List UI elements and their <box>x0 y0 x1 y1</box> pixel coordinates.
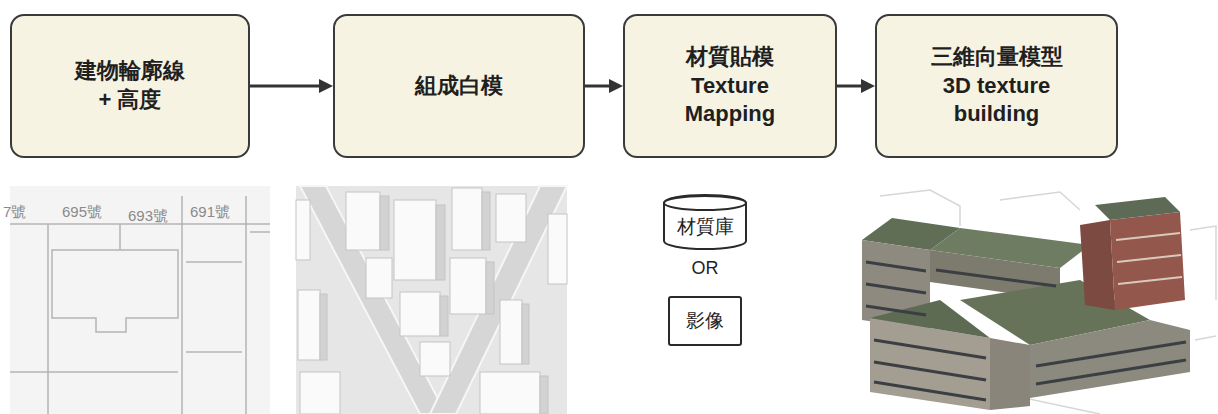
node-label: 組成白模 <box>415 72 503 101</box>
white-block-model-part <box>366 258 392 298</box>
cadastral-map-part <box>10 196 270 414</box>
textured-building-part <box>874 362 986 380</box>
textured-building-part <box>1080 220 1115 310</box>
white-block-model-part <box>300 186 446 414</box>
cadastral-map-part <box>181 196 183 414</box>
white-block-model-part <box>296 186 567 414</box>
cadastral-map-part <box>250 231 270 233</box>
cadastral-map-part <box>52 250 178 332</box>
textured-building-part <box>936 270 1056 286</box>
textured-building-part <box>866 262 1186 400</box>
cylinder-top <box>664 196 746 210</box>
node-label: 材質貼模 Texture Mapping <box>672 43 788 129</box>
cadastral-map <box>10 186 270 414</box>
flow-arrow <box>585 85 617 88</box>
textured-building-part <box>1110 212 1185 310</box>
white-block-model-part <box>430 186 567 414</box>
cylinder-body <box>664 195 746 249</box>
white-block-model-part <box>380 196 389 250</box>
textured-building <box>862 190 1216 414</box>
node-label: 三維向量模型 3D texture building <box>922 43 1072 129</box>
white-block-model-part <box>496 194 526 242</box>
white-block-model-part <box>420 342 450 376</box>
textured-building-part <box>866 284 926 293</box>
node-label: 材質庫 <box>677 216 734 239</box>
white-block-model-part <box>436 205 445 280</box>
textured-building-part <box>866 262 926 271</box>
white-block-model-part <box>452 188 482 250</box>
node-label: 建物輪廓線 + 高度 <box>72 57 188 114</box>
house-number: 7號 <box>3 203 26 222</box>
white-block-model-part <box>450 258 486 314</box>
textured-building-part <box>1118 277 1182 284</box>
white-block-model-part <box>298 290 320 360</box>
textured-building-part <box>1116 233 1182 284</box>
white-block-model-part <box>400 292 440 336</box>
flow-arrow <box>837 85 869 88</box>
or-label: OR <box>692 258 719 279</box>
white-block-model <box>296 186 567 414</box>
cadastral-map-part <box>10 371 178 373</box>
flow-arrow <box>250 85 327 88</box>
textured-building-part <box>874 382 986 400</box>
white-block-model-part <box>540 376 548 414</box>
textured-building-part <box>1116 233 1180 240</box>
white-block-model-part <box>480 372 540 414</box>
textured-building-part <box>1030 320 1190 398</box>
white-block-model-part <box>346 192 380 250</box>
textured-building-part <box>1195 336 1216 340</box>
house-number: 693號 <box>128 207 168 226</box>
white-block-model-part <box>394 200 436 280</box>
white-block-model-part <box>296 200 310 260</box>
house-number: 695號 <box>62 203 102 222</box>
white-block-model-part <box>548 214 567 284</box>
white-block-model-part <box>300 372 340 414</box>
process-box: 建物輪廓線 + 高度 <box>10 14 250 158</box>
white-block-model-part <box>482 192 490 250</box>
cadastral-map-part <box>245 196 247 414</box>
textured-building-part <box>1095 197 1180 220</box>
white-block-model-part <box>522 304 529 364</box>
textured-building-part <box>1117 255 1181 262</box>
process-box: 材質貼模 Texture Mapping <box>623 14 837 158</box>
white-block-model-part <box>440 296 448 336</box>
house-number: 691號 <box>190 203 230 222</box>
node-label: 影像 <box>686 310 724 333</box>
database-cylinder: 材質庫 <box>663 195 747 249</box>
textured-building-part <box>874 340 986 358</box>
cadastral-map-part <box>119 224 121 250</box>
white-block-model-part <box>296 188 567 414</box>
textured-building-part <box>1036 360 1186 384</box>
textured-building-part <box>862 300 990 338</box>
textured-building-part <box>1190 226 1216 300</box>
process-box: 組成白模 <box>333 14 585 158</box>
cadastral-map-part <box>47 224 49 414</box>
cadastral-map-part <box>186 261 242 263</box>
cadastral-map-part <box>186 351 242 353</box>
cadastral-map-part <box>10 186 270 414</box>
textured-building-part <box>990 338 1030 410</box>
white-block-model-part <box>320 294 327 360</box>
white-block-model-part <box>486 262 494 314</box>
image-source-box: 影像 <box>668 296 742 346</box>
white-block-model-part <box>500 300 522 364</box>
textured-building-part <box>1000 192 1080 210</box>
textured-building-part <box>866 306 926 315</box>
process-box: 三維向量模型 3D texture building <box>875 14 1118 158</box>
